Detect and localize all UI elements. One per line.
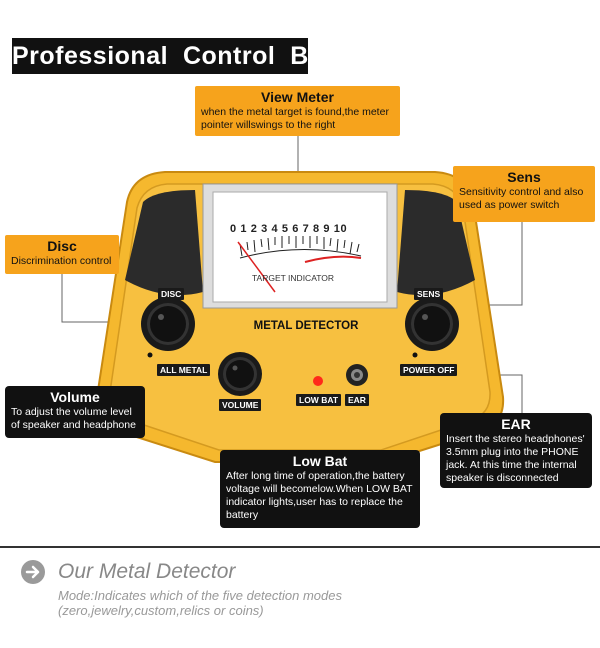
volume-desc: To adjust the volume level of speaker an…	[11, 406, 136, 431]
ear-title: EAR	[501, 416, 531, 432]
volume-label: VOLUME	[219, 399, 262, 411]
low-bat-desc: After long time of operation,the battery…	[226, 470, 413, 521]
all-metal-label: ALL METAL	[157, 364, 211, 376]
volume-knob	[218, 352, 262, 396]
disc-callout: Disc Discrimination control	[5, 235, 119, 274]
ear-desc: Insert the stereo headphones' 3.5mm plug…	[446, 433, 585, 484]
ear-jack	[346, 364, 368, 386]
view-meter-title: View Meter	[261, 89, 334, 105]
arrow-circle-icon	[21, 560, 45, 584]
volume-title: Volume	[50, 389, 100, 405]
section-divider	[0, 546, 600, 548]
meter-caption: TARGET INDICATOR	[252, 273, 335, 283]
meter-needle	[237, 241, 276, 293]
footer-title: Our Metal Detector	[58, 560, 236, 583]
sens-desc: Sensitivity control and also used as pow…	[459, 186, 584, 211]
ear-label: EAR	[345, 394, 369, 406]
sens-title: Sens	[507, 169, 541, 185]
device-title: METAL DETECTOR	[253, 320, 359, 332]
power-off-label: POWER OFF	[400, 364, 458, 376]
left-speaker-grille	[125, 190, 203, 296]
ear-callout: EAR Insert the stereo headphones' 3.5mm …	[440, 413, 592, 488]
meter-ticks	[239, 236, 360, 257]
meter-scale: 0 1 2 3 4 5 6 7 8 9 10	[230, 223, 348, 235]
sens-callout: Sens Sensitivity control and also used a…	[453, 166, 595, 222]
low-bat-callout: Low Bat After long time of operation,the…	[220, 450, 420, 528]
footer-desc: Mode:Indicates which of the five detecti…	[58, 588, 342, 618]
disc-knob	[141, 297, 195, 351]
disc-label: DISC	[158, 288, 185, 300]
view-meter-desc: when the metal target is found,the meter…	[201, 106, 389, 131]
meter-face	[212, 191, 388, 303]
disc-desc: Discrimination control	[11, 255, 112, 267]
low-bat-label: LOW BAT	[296, 394, 342, 406]
low-bat-title: Low Bat	[292, 453, 348, 469]
volume-callout: Volume To adjust the volume level of spe…	[5, 386, 145, 438]
sens-label: SENS	[414, 288, 444, 300]
sens-knob	[405, 297, 459, 351]
low-bat-led	[313, 376, 323, 386]
disc-title: Disc	[47, 238, 77, 254]
view-meter-callout: View Meter when the metal target is foun…	[195, 86, 400, 136]
